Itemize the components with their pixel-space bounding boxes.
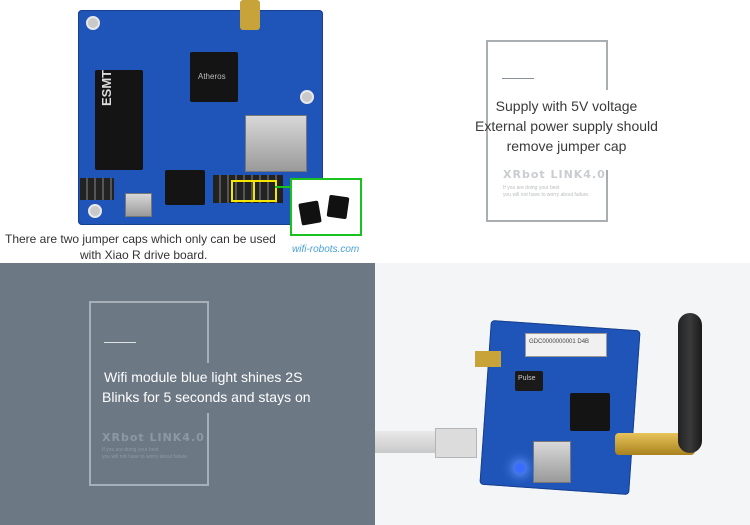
text-backdrop — [96, 363, 326, 413]
jumper-highlight — [231, 180, 255, 202]
pin-header — [213, 175, 283, 203]
pulse-chip-label: Pulse — [518, 375, 536, 382]
caption-line-1: There are two jumper caps which only can… — [5, 232, 276, 246]
accent-dash — [502, 78, 534, 79]
callout-line — [275, 186, 293, 188]
pin-header — [80, 178, 114, 200]
mount-hole — [300, 90, 314, 104]
supply-line-1: Supply with 5V voltage — [495, 98, 638, 114]
tagline-1: If you are doing your best — [503, 185, 560, 191]
board-photo-jumpers: ESMT Atheros wifi-robots.com There are t… — [0, 0, 375, 263]
board-photo-antenna: GDC0000000001 D4B Pulse — [375, 263, 750, 525]
caption-line-2: with Xiao R drive board. — [80, 248, 208, 262]
ethernet-chip — [165, 170, 205, 205]
sticker-text: GDC0000000001 D4B — [529, 339, 590, 345]
jumper-cap — [326, 194, 350, 220]
mini-usb-port — [475, 351, 501, 367]
mini-usb-port — [125, 193, 152, 217]
jumper-highlight — [253, 180, 277, 202]
supply-line-3: remove jumper cap — [506, 138, 627, 154]
tagline-2: you will not have to worry about failure… — [503, 192, 590, 198]
chip-label-esmt: ESMT — [99, 69, 114, 106]
brand-logo: XRbot LINK4.0 — [102, 431, 205, 444]
supply-line-2: External power supply should — [475, 118, 658, 134]
usb-plug — [435, 428, 477, 458]
module-sticker — [525, 333, 607, 357]
memory-chip — [95, 70, 143, 170]
blue-led-indicator — [515, 463, 525, 473]
antenna-connector — [240, 0, 260, 30]
pulse-chip — [515, 371, 543, 391]
antenna-connector — [615, 433, 695, 455]
watermark: wifi-robots.com — [292, 244, 360, 255]
jumper-caps-callout — [290, 178, 362, 236]
wifi-line-1: Wifi module blue light shines 2S — [104, 369, 303, 385]
tagline-2: you will not have to worry about failure… — [102, 454, 189, 460]
wifi-light-panel: Wifi module blue light shines 2S Blinks … — [0, 263, 375, 525]
antenna — [678, 313, 702, 453]
text-backdrop — [503, 90, 703, 170]
mount-hole — [86, 16, 100, 30]
power-info-panel: Supply with 5V voltage External power su… — [375, 0, 750, 263]
tagline-1: If you are doing your best — [102, 447, 159, 453]
usb-port — [533, 441, 571, 483]
chip-label-atheros: Atheros — [198, 72, 226, 81]
jumper-cap — [298, 200, 322, 226]
usb-port — [245, 115, 307, 172]
accent-dash — [104, 342, 136, 343]
main-processor-chip — [570, 393, 610, 431]
mount-hole — [88, 204, 102, 218]
main-processor-chip — [190, 52, 238, 102]
brand-logo: XRbot LINK4.0 — [503, 168, 606, 181]
wifi-line-2: Blinks for 5 seconds and stays on — [102, 389, 311, 405]
